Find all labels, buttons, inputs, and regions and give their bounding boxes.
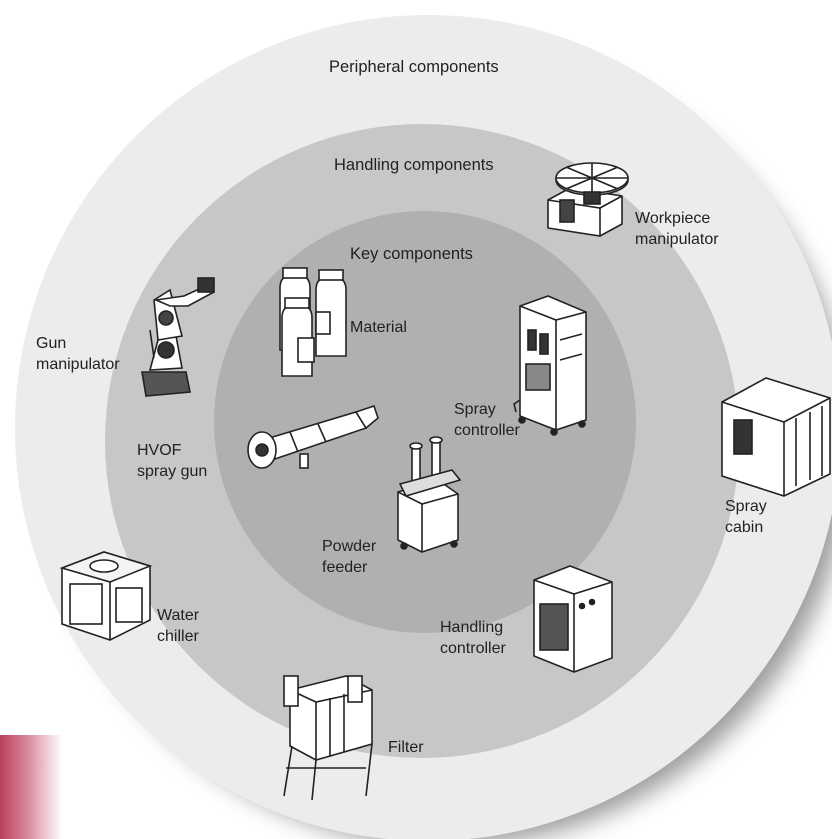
handling-components-label: Handling components [334,156,494,174]
powder-feeder-label: Powder feeder [322,538,377,576]
filter-label: Filter [388,739,424,756]
hvof-spray-gun-icon [247,404,379,469]
spray-controller-label: Spray controller [454,401,520,439]
material-label: Material [350,319,407,336]
spray-cabin-label: Spray cabin [725,498,767,536]
corner-decoration [0,735,62,839]
powder-feeder-icon [397,436,462,553]
gun-manipulator-label: Gun manipulator [36,335,120,373]
water-chiller-icon [59,551,153,641]
handling-controller-label: Handling controller [440,619,506,657]
handling-controller-icon [533,565,613,673]
hvof-spray-gun-label: HVOF spray gun [137,442,208,480]
water-chiller-label: Water chiller [157,607,200,645]
material-icon [279,267,347,377]
peripheral-components-label: Peripheral components [329,58,499,76]
key-components-label: Key components [350,245,473,263]
workpiece-manipulator-label: Workpiece manipulator [635,210,719,248]
spray-cabin-icon [721,377,831,497]
gun-manipulator-icon [141,277,216,397]
filter-icon [283,675,373,801]
spray-controller-icon [513,295,587,436]
workpiece-manipulator-icon [547,162,629,237]
